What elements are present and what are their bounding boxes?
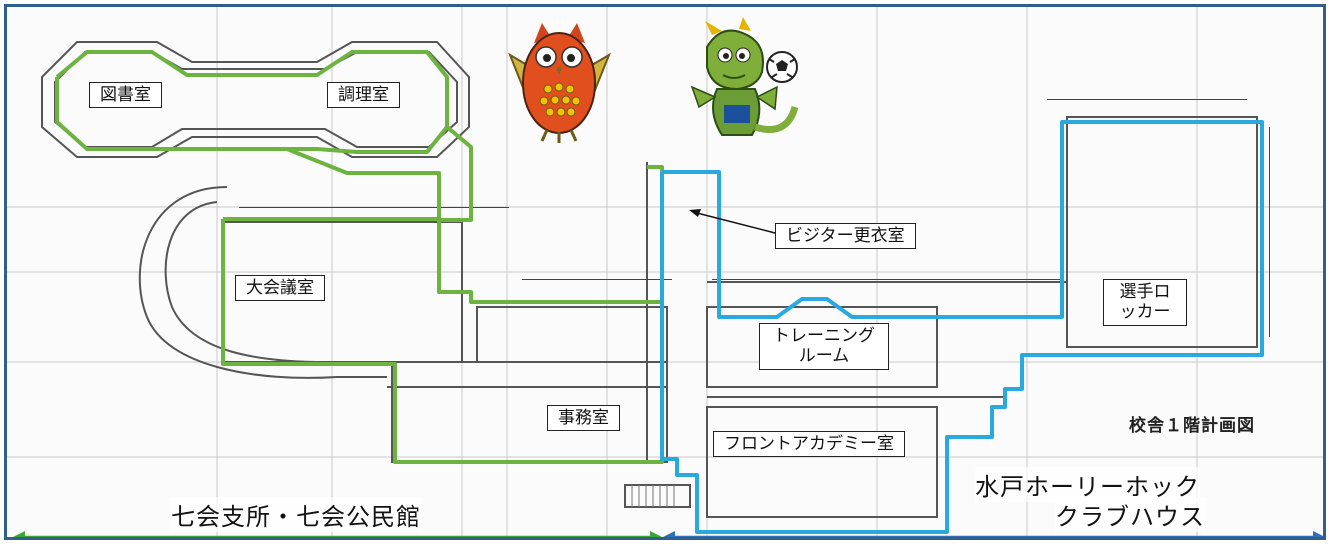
soccer-ball-icon (766, 51, 798, 83)
room-label-player-locker: 選手ロッカー (1103, 279, 1187, 326)
stair-marks (631, 485, 675, 507)
room-label-training: トレーニングルーム (759, 323, 889, 370)
clubhouse-area-label-line1: 水戸ホーリーホック (975, 467, 1200, 502)
dimension-ticks (239, 99, 1270, 337)
owl-mascot (507, 23, 612, 143)
dragon-mascot (690, 17, 799, 136)
room-label-library: 図書室 (89, 82, 162, 109)
clubhouse-outline (660, 120, 1264, 534)
floor-plan-frame: 図書室 調理室 大会議室 ビジター更衣室 選手ロッカー トレーニングルーム 事務… (4, 4, 1326, 540)
room-label-visitor-locker: ビジター更衣室 (775, 223, 916, 250)
room-label-front-academy: フロントアカデミー室 (713, 431, 905, 458)
floor-plan-drawing (7, 7, 1323, 537)
community-center-area-label: 七会支所・七会公民館 (171, 497, 421, 532)
plan-title: 校舎１階計画図 (1129, 416, 1255, 436)
room-label-office: 事務室 (547, 405, 620, 432)
visitor-locker-pointer (689, 209, 780, 235)
clubhouse-area-label-line2: クラブハウス (1055, 497, 1205, 532)
room-label-conference: 大会議室 (235, 275, 325, 302)
range-arrows (13, 531, 1323, 537)
room-label-cooking: 調理室 (327, 82, 400, 109)
